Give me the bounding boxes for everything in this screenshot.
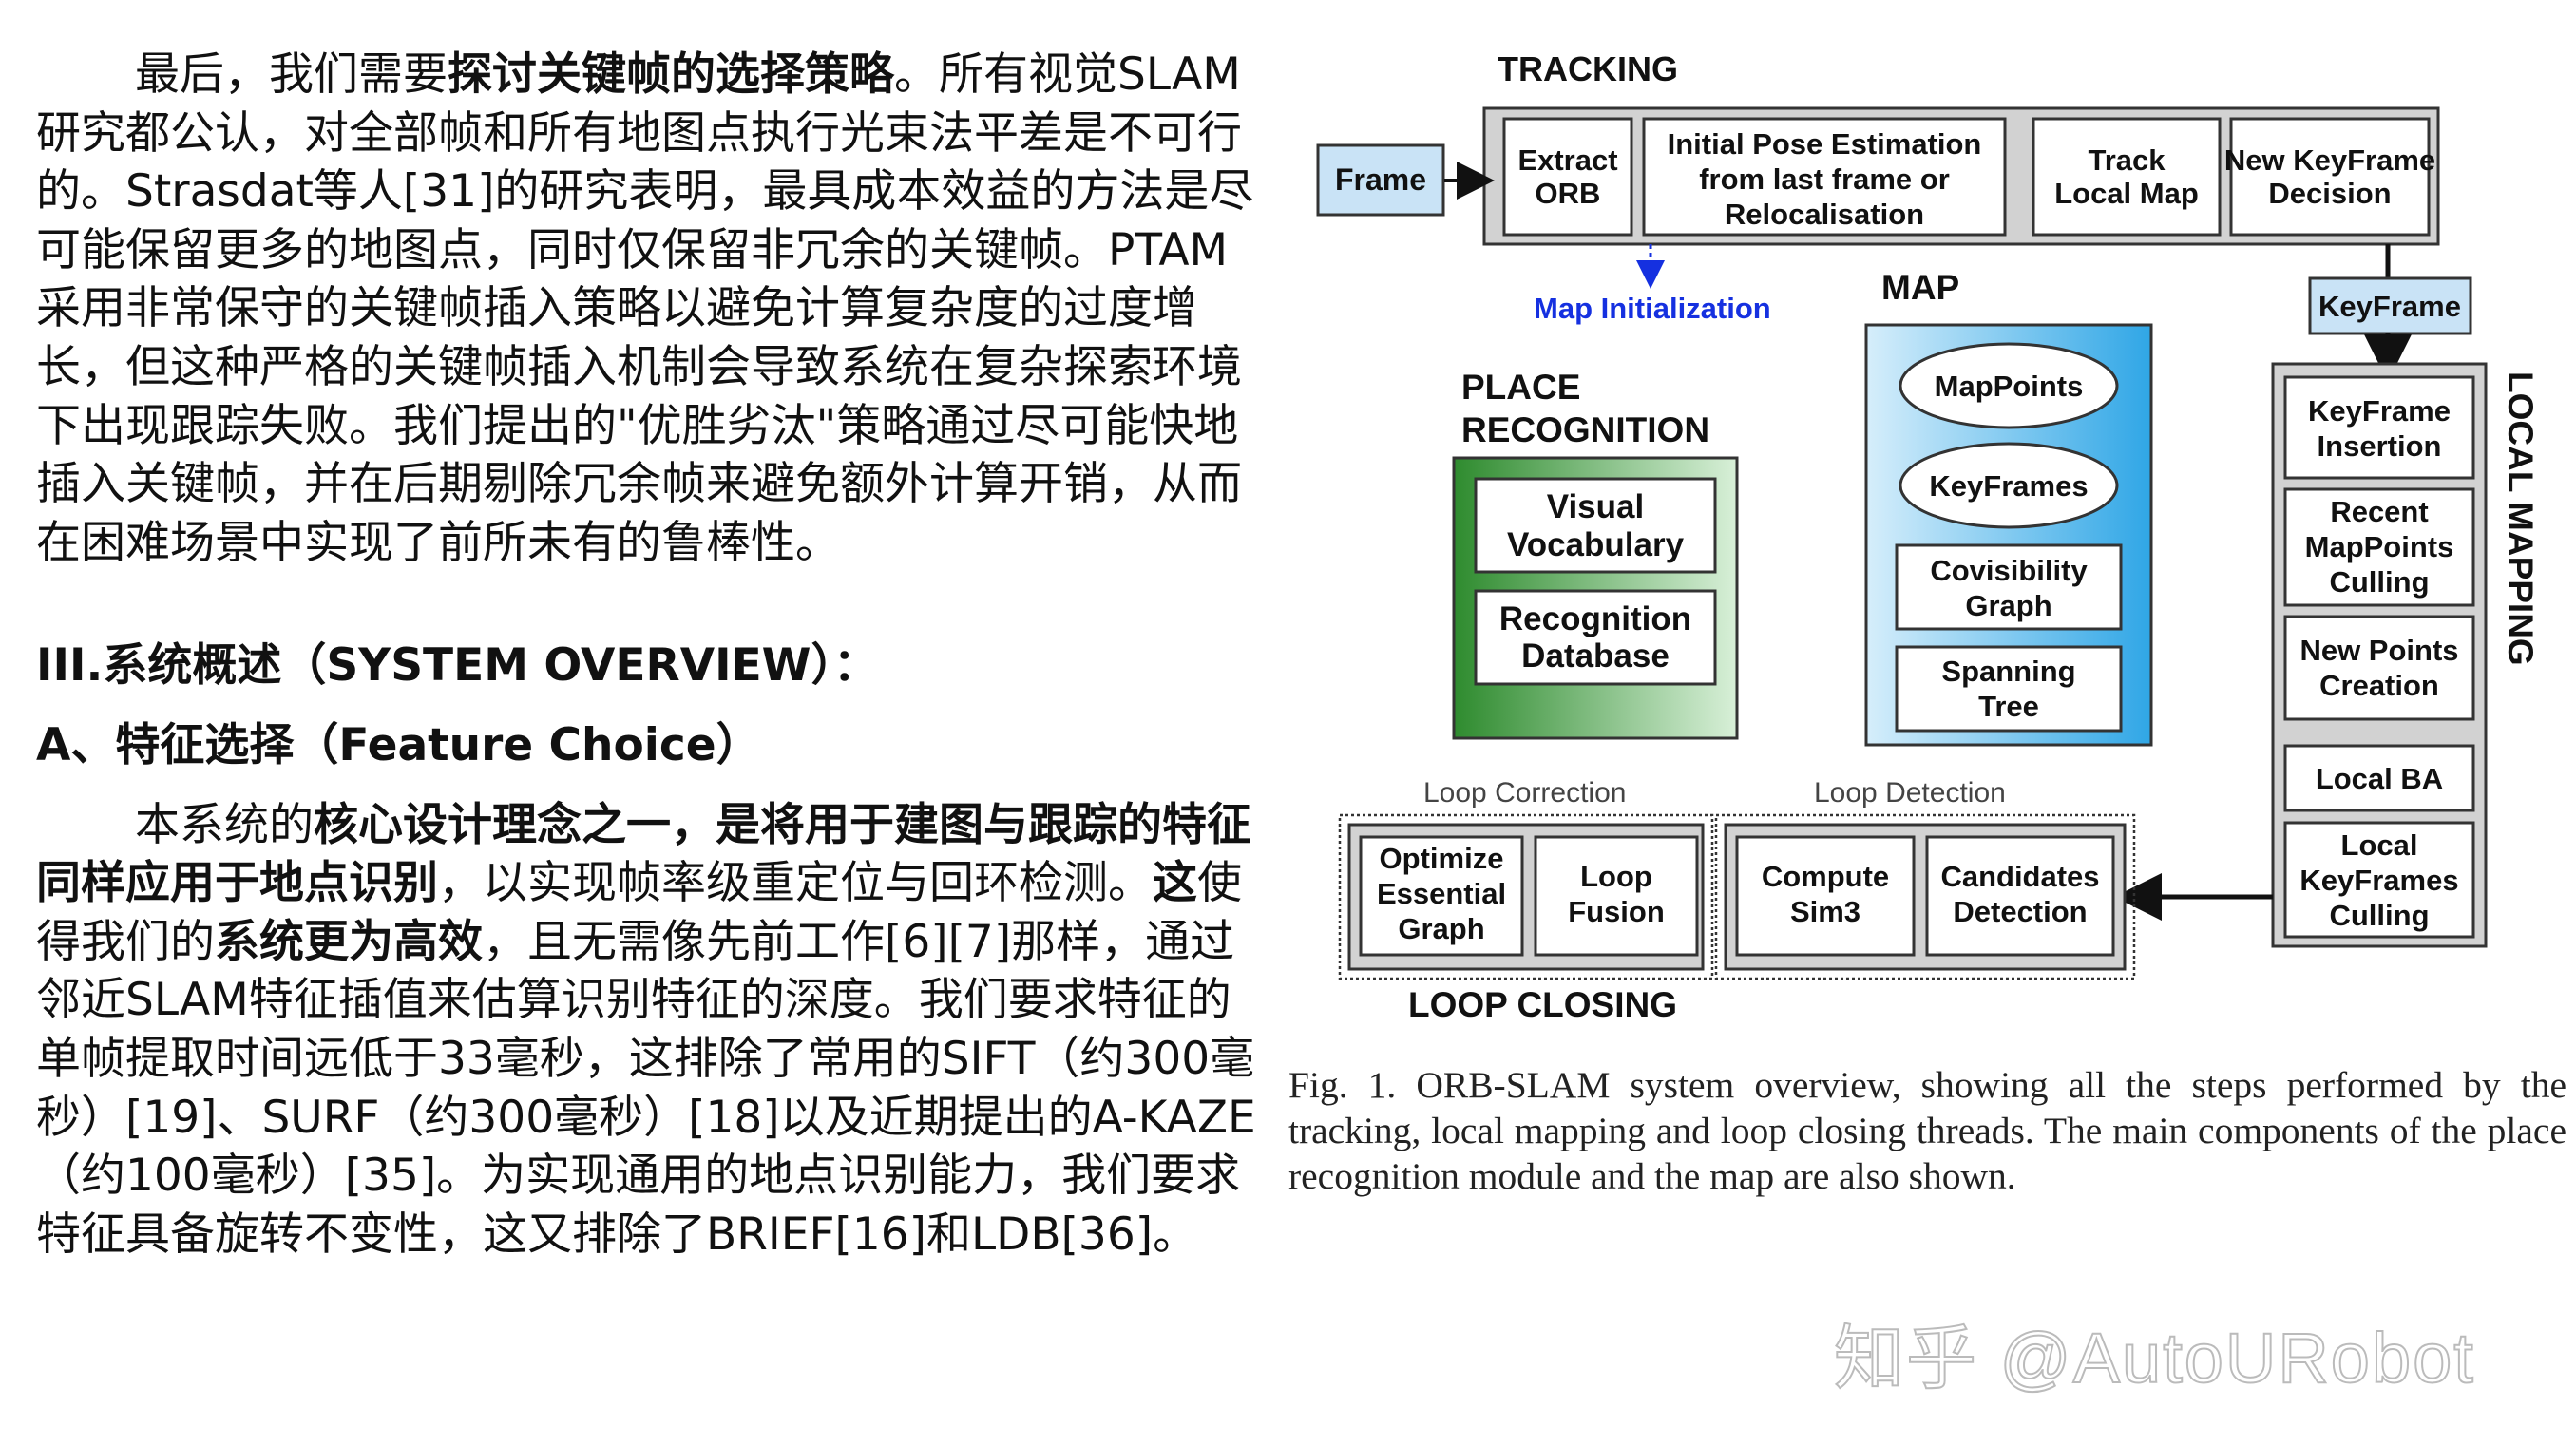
recent-mappoints-culling-label-2: MapPoints: [2305, 530, 2454, 563]
system-overview-diagram: TRACKING Frame Extract ORB Initial Pose …: [1316, 49, 2540, 1024]
extract-orb-label-2: ORB: [1536, 177, 1601, 210]
covisibility-graph-box: [1895, 543, 2123, 631]
new-keyframe-decision-label-2: Decision: [2268, 177, 2391, 210]
text-run: 。所有视觉SLAM研究都公认，对全部帧和所有地图点执行光束法平差是不可行的。St…: [36, 48, 1254, 569]
compute-sim3-label-1: Compute: [1762, 860, 1889, 893]
loop-fusion-label-2: Fusion: [1568, 895, 1665, 928]
keyframe-insertion-box: [2283, 375, 2475, 480]
recent-mappoints-culling-label-3: Culling: [2329, 565, 2429, 599]
local-ba-box: [2283, 744, 2475, 812]
spanning-tree-label-1: Spanning: [1941, 655, 2075, 688]
zhihu-watermark: 知乎 @AutoURobot: [1833, 1318, 2475, 1398]
recognition-database-box: [1474, 589, 1717, 686]
candidates-detection-label-1: Candidates: [1940, 860, 2099, 893]
text-run: 最后，我们需要: [135, 48, 448, 101]
initial-pose-label-2: from last frame or: [1699, 162, 1950, 196]
tracking-title: TRACKING: [1498, 49, 1678, 88]
keyframes-label: KeyFrames: [1929, 469, 2088, 503]
keyframe-insertion-label-1: KeyFrame: [2308, 394, 2451, 428]
initial-pose-label-1: Initial Pose Estimation: [1668, 127, 1982, 161]
recent-mappoints-culling-label-1: Recent: [2330, 495, 2428, 528]
bold-text: 核心设计理念之一，是将用于建图与跟踪的特征同样应用于地点识别: [36, 798, 1251, 910]
place-recognition-title-2: RECOGNITION: [1461, 410, 1709, 449]
visual-vocabulary-label-1: Visual: [1547, 488, 1644, 525]
optimize-essential-graph-label-2: Essential: [1377, 877, 1506, 910]
optimize-essential-graph-label-1: Optimize: [1380, 842, 1504, 875]
map-title: MAP: [1881, 268, 1959, 307]
track-local-map-label-2: Local Map: [2054, 177, 2199, 210]
article-text: 最后，我们需要探讨关键帧的选择策略。所有视觉SLAM研究都公认，对全部帧和所有地…: [36, 46, 1271, 1264]
frame-label: Frame: [1335, 162, 1426, 197]
candidates-detection-label-2: Detection: [1953, 895, 2087, 928]
recognition-database-label-2: Database: [1521, 637, 1670, 675]
compute-sim3-box: [1735, 835, 1916, 957]
text-run: ，且无需像先前工作[6][7]那样，通过邻近SLAM特征插值来估算识别特征的深度…: [36, 915, 1256, 1261]
track-local-map-box: [2032, 117, 2222, 237]
new-keyframe-decision-box: [2229, 117, 2431, 237]
keyframe-box: [2308, 276, 2472, 335]
mappoints-label: MapPoints: [1935, 370, 2084, 403]
visual-vocabulary-label-2: Vocabulary: [1507, 526, 1685, 563]
orb-slam-figure: TRACKING Frame Extract ORB Initial Pose …: [1273, 38, 2576, 1254]
new-keyframe-decision-label-1: New KeyFrame: [2224, 143, 2435, 177]
loop-correction-label: Loop Correction: [1423, 777, 1626, 809]
optimize-essential-graph-box: [1359, 835, 1524, 957]
map-initialization-label: Map Initialization: [1534, 292, 1771, 325]
section-heading: III.系统概述（SYSTEM OVERVIEW）：: [36, 639, 879, 693]
new-points-creation-label-1: New Points: [2299, 634, 2458, 667]
extract-orb-box: [1502, 117, 1633, 237]
bold-text: 探讨关键帧的选择策略: [448, 48, 894, 101]
initial-pose-label-3: Relocalisation: [1725, 198, 1924, 231]
local-keyframes-culling-label-1: Local: [2341, 828, 2418, 862]
recent-mappoints-culling-box: [2283, 487, 2475, 607]
loop-fusion-box: [1534, 835, 1699, 957]
covisibility-graph-label-1: Covisibility: [1930, 554, 2088, 587]
candidates-detection-box: [1925, 835, 2115, 957]
mappoints-ellipse: [1899, 342, 2119, 429]
frame-box: [1316, 143, 1445, 217]
keyframe-insertion-label-2: Insertion: [2318, 429, 2442, 463]
paragraph-feature-choice: 本系统的核心设计理念之一，是将用于建图与跟踪的特征同样应用于地点识别，以实现帧率…: [36, 796, 1271, 1265]
local-keyframes-culling-box: [2283, 821, 2475, 939]
loop-detection-label: Loop Detection: [1814, 777, 2006, 809]
paragraph-keyframe-strategy: 最后，我们需要探讨关键帧的选择策略。所有视觉SLAM研究都公认，对全部帧和所有地…: [36, 46, 1271, 572]
local-mapping-title: LOCAL MAPPING: [2501, 371, 2540, 666]
local-keyframes-culling-label-3: Culling: [2329, 899, 2429, 932]
recognition-database-label-1: Recognition: [1499, 600, 1691, 637]
track-local-map-label-1: Track: [2088, 143, 2166, 177]
compute-sim3-label-2: Sim3: [1790, 895, 1860, 928]
spanning-tree-box: [1895, 645, 2123, 733]
bold-text: 系统更为高效: [215, 915, 483, 968]
text-run: ，以实现帧率级重定位与回环检测。: [438, 857, 1153, 910]
bold-text: 这: [1153, 857, 1197, 910]
text-run: 本系统的: [135, 798, 314, 851]
spanning-tree-label-2: Tree: [1978, 690, 2039, 723]
keyframe-label: KeyFrame: [2318, 290, 2461, 323]
extract-orb-label-1: Extract: [1517, 143, 1617, 177]
optimize-essential-graph-label-3: Graph: [1398, 912, 1484, 945]
covisibility-graph-label-2: Graph: [1965, 589, 2051, 622]
loop-fusion-label-1: Loop: [1580, 860, 1652, 893]
loop-closing-title: LOOP CLOSING: [1408, 985, 1677, 1024]
subsection-heading: A、特征选择（Feature Choice）: [36, 718, 761, 771]
initial-pose-box: [1642, 117, 2007, 237]
new-points-creation-label-2: Creation: [2319, 669, 2439, 702]
place-recognition-title-1: PLACE: [1461, 368, 1580, 407]
text-run: 使得我们的: [36, 857, 1242, 968]
figure-caption: Fig. 1. ORB-SLAM system overview, showin…: [1288, 1064, 2566, 1197]
keyframes-ellipse: [1899, 442, 2119, 529]
local-keyframes-culling-label-2: KeyFrames: [2299, 864, 2458, 897]
local-ba-label: Local BA: [2316, 762, 2443, 795]
new-points-creation-box: [2283, 615, 2475, 721]
visual-vocabulary-box: [1474, 477, 1717, 574]
